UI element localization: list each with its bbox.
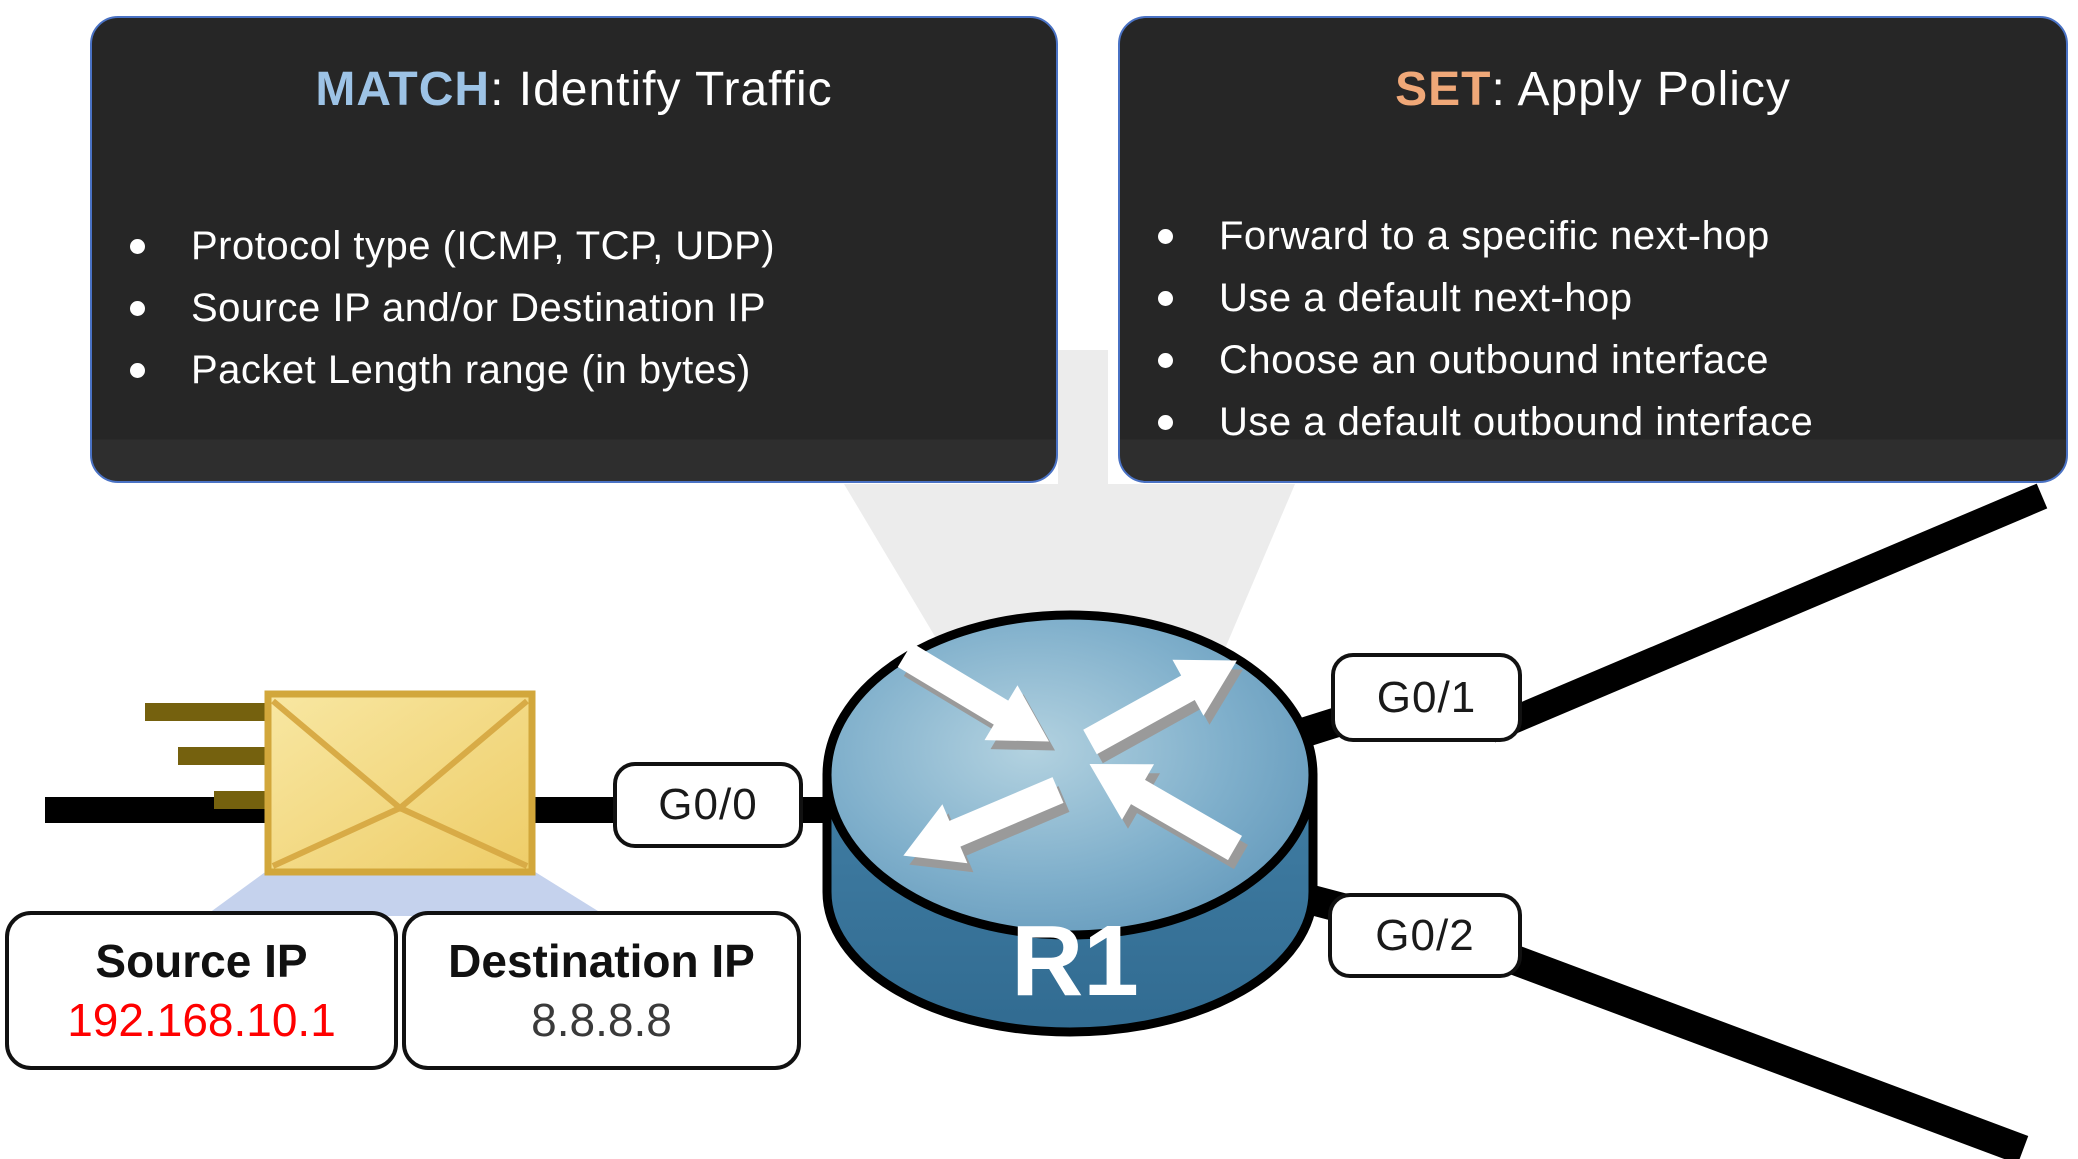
bullet-dot <box>130 300 145 316</box>
interface-label-g00: G0/0 <box>613 762 803 848</box>
match-box-title: MATCH: Identify Traffic <box>92 62 1056 117</box>
destination-ip-box: Destination IP 8.8.8.8 <box>402 911 801 1070</box>
source-ip-value: 192.168.10.1 <box>67 993 336 1046</box>
packet-envelope-icon <box>145 690 536 876</box>
bullet-dot <box>1158 352 1173 368</box>
destination-ip-value: 8.8.8.8 <box>531 993 672 1046</box>
bullet-dot <box>1158 228 1173 244</box>
router-top-face <box>822 610 1318 940</box>
packet-inspect-funnel-shape <box>205 870 606 916</box>
interface-label-g02: G0/2 <box>1328 893 1522 978</box>
match-keyword: MATCH <box>315 63 491 116</box>
router-arrows-icon <box>897 642 1242 864</box>
bullet-text: Use a default next-hop <box>1219 275 1633 320</box>
router-icon: R1 <box>822 610 1318 1037</box>
destination-ip-label: Destination IP <box>448 934 755 987</box>
link-g01-line <box>1484 483 2048 743</box>
interface-label-g01: G0/1 <box>1331 653 1522 742</box>
bullet-item: Source IP and/or Destination IP <box>130 277 1056 339</box>
bullet-item: Use a default outbound interface <box>1158 391 2066 453</box>
router-label: R1 <box>1011 905 1139 1017</box>
set-box: SET: Apply Policy Forward to a specific … <box>1118 16 2068 483</box>
policy-funnel-shape <box>844 350 1295 665</box>
bullet-text: Use a default outbound interface <box>1219 399 1814 444</box>
bullet-text: Protocol type (ICMP, TCP, UDP) <box>191 223 776 268</box>
link-g02-line <box>1474 932 2029 1159</box>
bullet-dot <box>130 362 145 378</box>
speed-line-2 <box>178 747 270 765</box>
bullet-item: Choose an outbound interface <box>1158 329 2066 391</box>
bullet-text: Choose an outbound interface <box>1219 337 1769 382</box>
bullet-text: Packet Length range (in bytes) <box>191 347 751 392</box>
match-bullet-list: Protocol type (ICMP, TCP, UDP) Source IP… <box>92 215 1056 401</box>
bullet-text: Forward to a specific next-hop <box>1219 213 1770 258</box>
bullet-item: Packet Length range (in bytes) <box>130 339 1056 401</box>
source-ip-label: Source IP <box>95 934 308 987</box>
set-title-rest: : Apply Policy <box>1491 63 1791 116</box>
set-keyword: SET <box>1395 63 1492 116</box>
bullet-item: Protocol type (ICMP, TCP, UDP) <box>130 215 1056 277</box>
match-box: MATCH: Identify Traffic Protocol type (I… <box>90 16 1058 483</box>
bullet-text: Source IP and/or Destination IP <box>191 285 767 330</box>
source-ip-box: Source IP 192.168.10.1 <box>5 911 398 1070</box>
bullet-dot <box>1158 290 1173 306</box>
bullet-dot <box>130 238 145 254</box>
match-title-rest: : Identify Traffic <box>490 63 833 116</box>
speed-line-1 <box>145 703 270 721</box>
speed-line-3 <box>214 791 270 809</box>
set-box-title: SET: Apply Policy <box>1120 62 2066 117</box>
bullet-item: Use a default next-hop <box>1158 267 2066 329</box>
bullet-dot <box>1158 414 1173 430</box>
set-bullet-list: Forward to a specific next-hop Use a def… <box>1120 205 2066 453</box>
bullet-item: Forward to a specific next-hop <box>1158 205 2066 267</box>
